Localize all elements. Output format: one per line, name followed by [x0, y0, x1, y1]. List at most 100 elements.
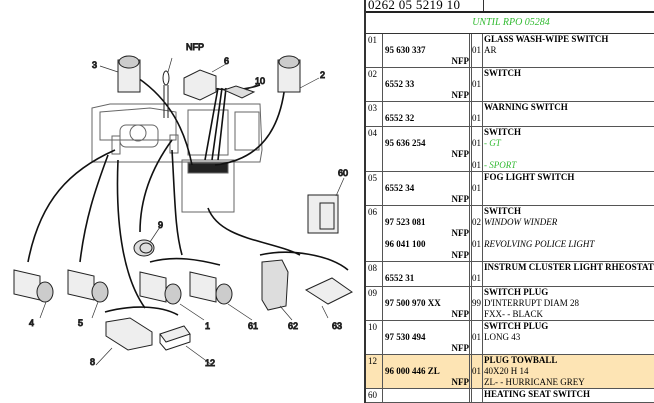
col-divider-qty [482, 321, 483, 354]
item-number: 03 [368, 103, 377, 113]
col-divider-item [382, 34, 383, 67]
part-number[interactable]: 6552 34 [385, 183, 415, 193]
row-line: FOG LIGHT SWITCH [366, 172, 654, 183]
part-3-switch [117, 55, 141, 93]
nfp-flag: NFP [451, 309, 470, 319]
description: SWITCH PLUG [484, 287, 549, 297]
col-divider-qty [482, 172, 483, 205]
col-divider-part-2 [471, 262, 472, 286]
quantity: 99 [472, 298, 481, 308]
part-number[interactable]: 97 500 970 XX [385, 298, 441, 308]
row-line: SWITCH [366, 68, 654, 79]
part-number[interactable]: 97 523 081 [385, 217, 426, 227]
col-divider-qty [482, 68, 483, 101]
part-number[interactable]: 6552 33 [385, 79, 415, 89]
col-divider-part-2 [471, 34, 472, 67]
col-divider-item [382, 355, 383, 388]
nfp-flag: NFP [451, 228, 470, 238]
part-9-ring [133, 239, 155, 257]
quantity: 01 [472, 113, 481, 123]
description: REVOLVING POLICE LIGHT [484, 239, 595, 249]
callout-10: 10 [255, 76, 265, 86]
col-divider-part-2 [471, 287, 472, 320]
col-divider-part [469, 68, 470, 101]
row-line: 01- SPORT [366, 160, 654, 171]
row-line: WARNING SWITCH [366, 102, 654, 113]
description: SWITCH [484, 206, 522, 216]
col-divider-part-2 [471, 321, 472, 354]
item-number: 10 [368, 322, 377, 332]
item-number: 01 [368, 35, 377, 45]
leader-lines [39, 57, 345, 366]
part-number[interactable]: 6552 31 [385, 273, 415, 283]
quantity: 01 [472, 273, 481, 283]
col-divider-qty [482, 206, 483, 261]
col-divider-item [382, 389, 383, 402]
description: - GT [484, 138, 501, 148]
row-line: NFP [366, 343, 654, 354]
part-number[interactable]: 6552 32 [385, 113, 415, 123]
description: SWITCH [484, 127, 522, 137]
col-divider-part [469, 321, 470, 354]
row-line: SWITCH [366, 206, 654, 217]
row-line: PLUG TOWBALL [366, 355, 654, 366]
row-line: SWITCH PLUG [366, 321, 654, 332]
row-line: NFP [366, 56, 654, 67]
col-divider-part-2 [471, 206, 472, 261]
row-line: SWITCH [366, 127, 654, 138]
col-divider-part-2 [471, 389, 472, 402]
callout-9: 9 [158, 220, 163, 230]
quantity: 01 [472, 79, 481, 89]
part-number[interactable]: 95 636 254 [385, 138, 426, 148]
part-4-switch [13, 269, 54, 303]
part-number[interactable]: 96 000 446 ZL [385, 366, 440, 376]
quantity: 01 [472, 160, 481, 170]
callout-1: 1 [205, 321, 210, 331]
table-header: 0262 05 5219 10 [366, 0, 654, 13]
part-8-switch [105, 317, 153, 351]
part-1-switch [139, 271, 182, 305]
part-63-cover [304, 277, 353, 305]
description: ZL- - HURRICANE GREY [484, 377, 585, 387]
nfp-flag: NFP [451, 56, 470, 66]
item-number: 09 [368, 288, 377, 298]
col-divider-item [382, 68, 383, 101]
col-divider-part [469, 262, 470, 286]
col-divider-qty [482, 355, 483, 388]
item-number: 12 [368, 356, 377, 366]
part-number[interactable]: 95 630 337 [385, 45, 426, 55]
part-10-cover [222, 85, 256, 99]
header-divider [483, 0, 484, 11]
row-line: 6552 31 01 [366, 273, 654, 284]
part-number[interactable]: 97 530 494 [385, 332, 426, 342]
quantity: 01 [472, 239, 481, 249]
nfp-flag: NFP [451, 90, 470, 100]
col-divider-part-2 [471, 127, 472, 171]
nfp-flag: NFP [451, 194, 470, 204]
quantity: 01 [472, 45, 481, 55]
col-divider-item [382, 321, 383, 354]
part-2-switch [277, 55, 301, 93]
part-number[interactable]: 96 041 100 [385, 239, 426, 249]
nfp-flag: NFP [451, 343, 470, 353]
description: WINDOW WINDER [484, 217, 558, 227]
col-divider-part-2 [471, 172, 472, 205]
part-60-switch [307, 194, 339, 234]
description: D'INTERRUPT DIAM 28 [484, 298, 579, 308]
